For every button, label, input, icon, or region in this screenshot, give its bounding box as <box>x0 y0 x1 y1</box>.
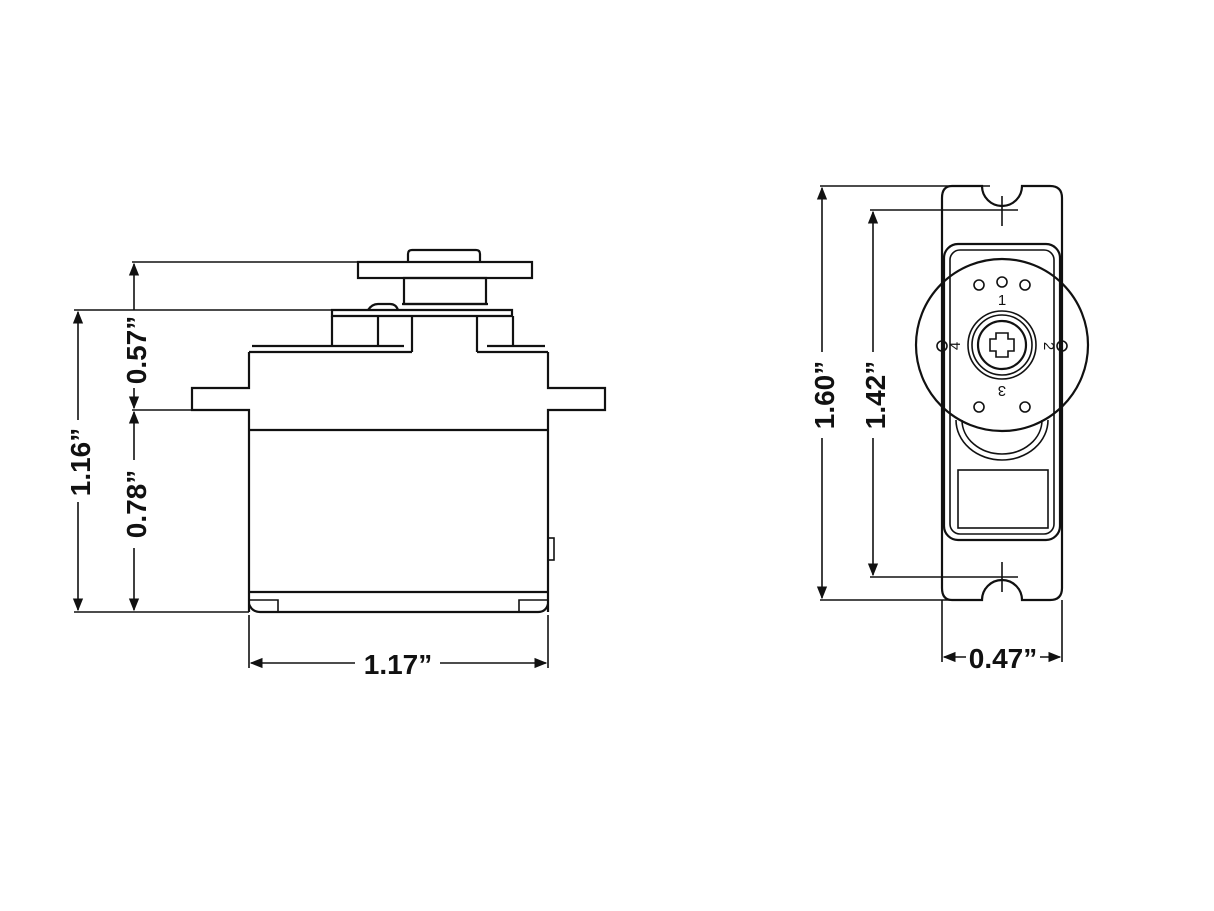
case-outline <box>942 242 1062 542</box>
horn-plate <box>356 260 534 280</box>
horn-label-2: 2 <box>1040 342 1057 350</box>
horn-label-3: 3 <box>998 382 1006 399</box>
horn-shaft <box>402 276 488 306</box>
dim-front-width: 0.47” <box>969 643 1038 674</box>
horn-label-4: 4 <box>947 342 964 350</box>
label-window <box>957 469 1049 529</box>
horn-label-1: 1 <box>998 292 1006 309</box>
side-view <box>190 248 607 614</box>
screw-cross-icon <box>989 332 1015 358</box>
dim-bottom-height: 0.78” <box>121 470 152 539</box>
dim-front-total-height: 1.60” <box>809 361 840 430</box>
front-view: 1 2 3 4 <box>914 184 1090 602</box>
servo-horn <box>914 257 1090 433</box>
front-dimensions: 1.60” 1.42” 0.47” <box>809 185 1063 674</box>
dim-total-height: 1.16” <box>65 428 96 497</box>
horn-cap <box>406 248 482 262</box>
dim-width: 1.17” <box>364 649 433 680</box>
dim-hole-spacing: 1.42” <box>860 361 891 430</box>
side-dimensions: 0.57” 0.78” 1.16” 1.17” <box>65 261 549 680</box>
dim-top-height: 0.57” <box>121 316 152 385</box>
